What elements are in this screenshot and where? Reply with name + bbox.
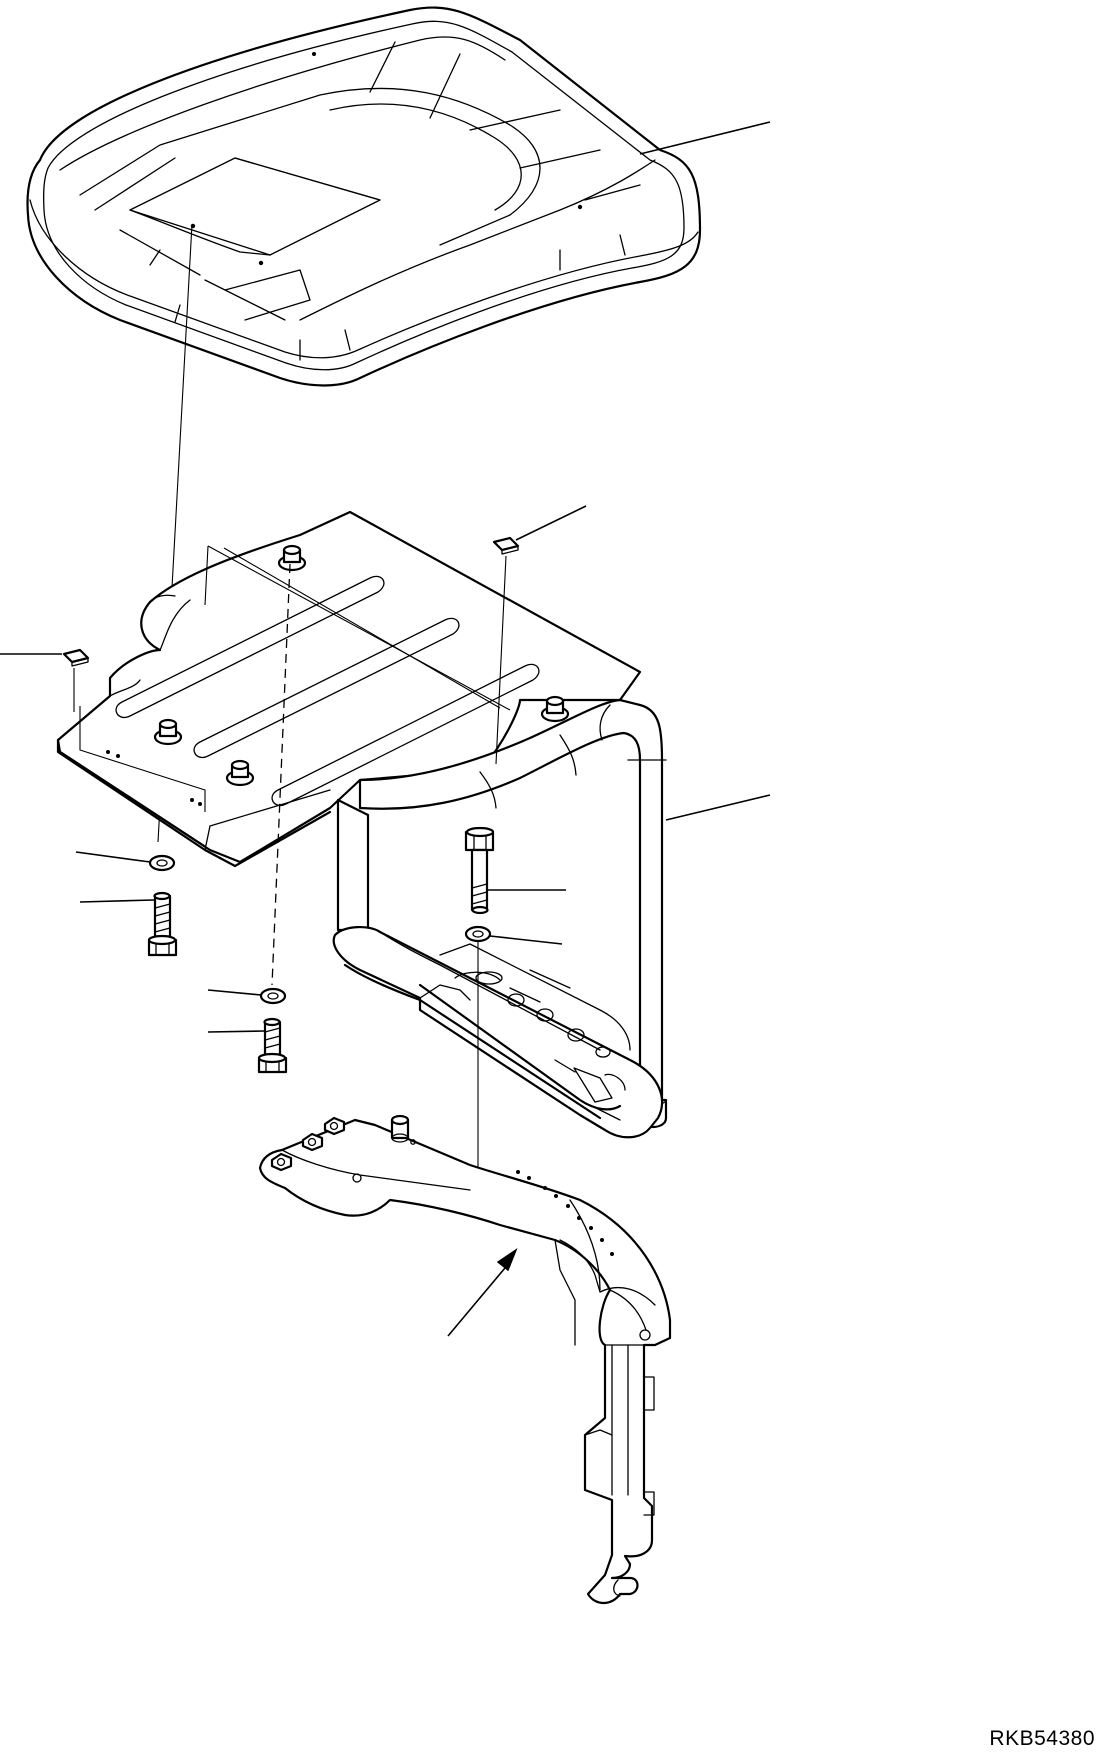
leader-washer-left-upper	[75, 851, 151, 863]
frame-studs	[153, 544, 570, 787]
bolt-left-lower	[257, 1017, 288, 1074]
guide-line-dashed	[271, 563, 291, 986]
slide-rail	[332, 926, 664, 1139]
washer-left-upper	[148, 854, 176, 872]
seat-frame-plate	[56, 510, 642, 868]
bolt-left-upper	[147, 891, 178, 957]
leader-tube-support	[665, 794, 771, 821]
leader-washer-left-lower	[207, 989, 262, 996]
base-bracket	[258, 1114, 672, 1605]
tag-plate-right	[492, 536, 520, 555]
indicator-arrow	[447, 1248, 518, 1337]
frame-slots	[115, 575, 540, 807]
guide-tag-right	[495, 555, 507, 765]
bolt-right	[464, 826, 495, 915]
tag-plate-left	[62, 648, 90, 667]
leader-tag-plate-right	[515, 505, 587, 541]
leader-bolt-left-upper	[79, 899, 155, 903]
leader-washer-right	[489, 935, 563, 945]
leader-bolt-left-lower	[207, 1030, 265, 1033]
leader-seat-cushion	[639, 121, 771, 155]
seat-cushion	[26, 6, 702, 387]
washer-right	[464, 925, 492, 943]
drawing-code-label: RKB54380	[989, 1727, 1095, 1750]
washer-left-lower	[259, 987, 287, 1005]
